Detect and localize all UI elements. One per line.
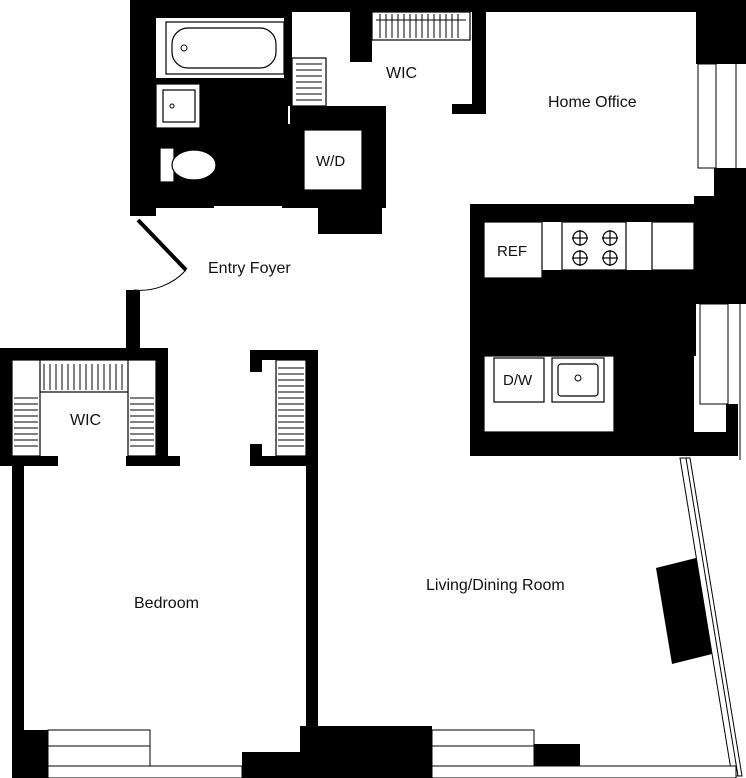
bedroom-right-wall (306, 462, 318, 732)
left-outer-wall (0, 348, 12, 466)
left-wic-right (156, 348, 168, 462)
bottom-center-block (300, 726, 432, 778)
label-dishwasher: D/W (503, 372, 533, 389)
left-wic-bottom-right (126, 456, 180, 466)
wic-left-shelves (11, 359, 157, 457)
wic-top-rod (376, 14, 466, 38)
bedroom-left-wall (12, 462, 24, 778)
room-label-bedroom: Bedroom (134, 595, 199, 612)
bath-mid-wall (284, 0, 292, 106)
cooktop (561, 221, 627, 271)
left-wic-top (0, 348, 168, 360)
bath-left-wall (130, 0, 156, 216)
bed-closet-right (306, 350, 318, 464)
left-wic-bottom-left (0, 456, 58, 466)
bed-closet-top (250, 350, 318, 360)
toilet-icon (159, 147, 217, 183)
wic-top-right-wall (472, 10, 486, 114)
entry-wall-lower (126, 290, 140, 352)
labels: WIC Home Office Entry Foyer WIC Bedroom … (70, 65, 637, 612)
room-label-wic-left: WIC (70, 412, 101, 429)
dishwasher (493, 357, 545, 403)
bottom-center-step (242, 752, 312, 778)
window-living-lower (431, 765, 737, 778)
window-office (697, 63, 717, 169)
refrigerator (483, 221, 543, 279)
wic-top-right-foot (452, 104, 486, 114)
kitchen-counter-right (651, 221, 695, 271)
bath-top-block (156, 0, 291, 18)
kitchen-right-block (614, 300, 694, 456)
bath-bottom (156, 196, 214, 208)
kitchen-right-post (726, 404, 738, 456)
window-bedroom (47, 729, 151, 769)
fixtures (11, 11, 695, 457)
room-label-entry-foyer: Entry Foyer (208, 260, 291, 277)
windows (47, 63, 743, 778)
room-label-living-dining: Living/Dining Room (426, 577, 565, 594)
bath-sink-basin (162, 89, 196, 123)
window-diagonal (679, 457, 743, 777)
kitchen-sink-basin (557, 363, 599, 397)
room-label-home-office: Home Office (548, 94, 637, 111)
bottom-left-corner (12, 730, 48, 778)
bed-closet-left-top (250, 350, 262, 372)
window-living (431, 729, 535, 769)
room-label-wic-top: WIC (386, 65, 417, 82)
washer-dryer (303, 129, 363, 191)
label-refrigerator: REF (497, 243, 527, 260)
wic-top-left-post (350, 10, 372, 62)
wd-bottom-block (318, 190, 382, 234)
kitchen-bottom-strip (470, 432, 738, 456)
wic-top-shelf (371, 11, 471, 41)
label-washer-dryer: W/D (316, 153, 345, 170)
bed-closet-bottom (250, 456, 318, 466)
right-wall-upper (696, 0, 746, 64)
bedroom-closet-shelves (275, 359, 307, 457)
window-bedroom-lower (47, 765, 243, 778)
bath-wall-right (290, 106, 386, 124)
right-wall-kitchen (694, 196, 746, 304)
kitchen-top-wall (470, 204, 696, 222)
window-kitchen (699, 303, 729, 405)
cooktop-burners-icon (572, 230, 618, 266)
bathtub-basin (171, 27, 277, 69)
entry-door (133, 218, 188, 291)
